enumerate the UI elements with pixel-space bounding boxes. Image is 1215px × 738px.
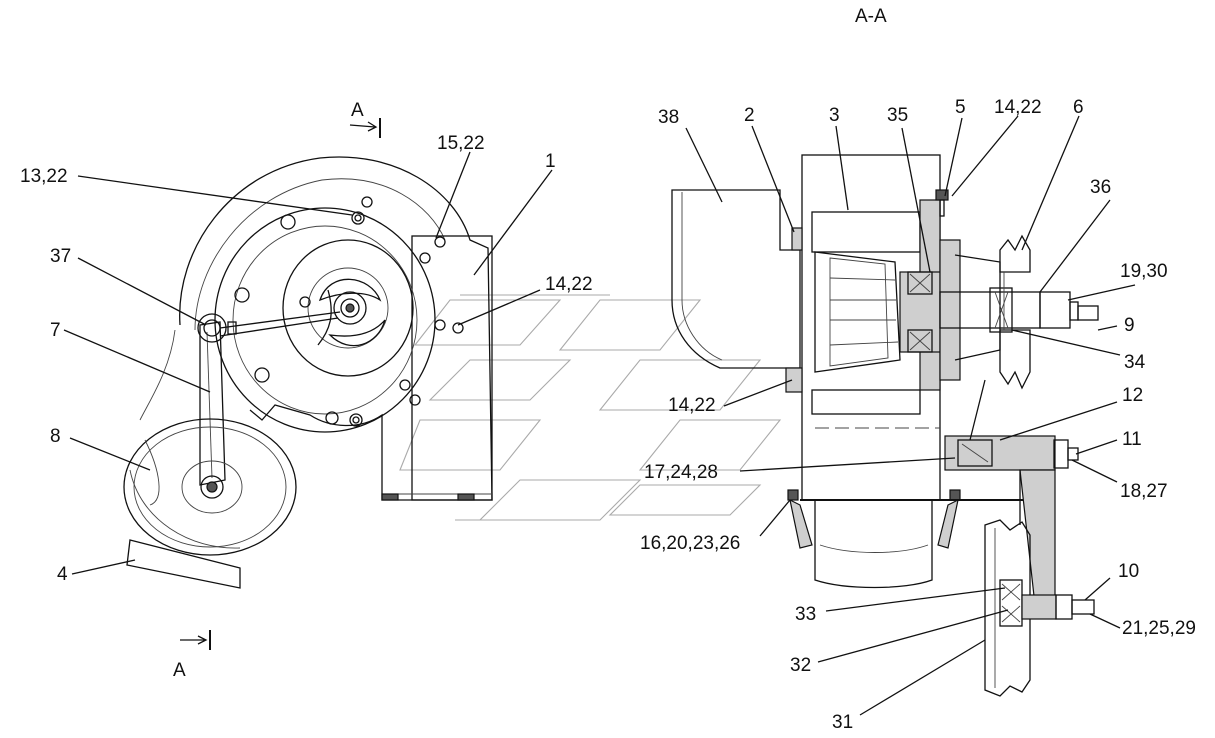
drive-pulley: [999, 234, 1031, 273]
part-label: 7: [50, 320, 61, 341]
part-label: 14,22: [668, 395, 716, 416]
part-label: 15,22: [437, 133, 485, 154]
outlet-flange-plate: [411, 235, 493, 501]
fan-hub: [333, 291, 367, 325]
part-label: 17,24,28: [644, 462, 718, 483]
rotor-cone: [814, 251, 901, 373]
part-label: 37: [50, 246, 71, 267]
leader-lines: [63, 115, 1136, 716]
part-label: 12: [1122, 385, 1143, 406]
part-label: 3: [829, 105, 840, 126]
part-label: 31: [832, 712, 853, 733]
part-label: 35: [887, 105, 908, 126]
part-label: 2: [744, 105, 755, 126]
housing-bolts: [234, 196, 464, 427]
section-mark-bottom: А: [173, 660, 186, 681]
fan-volute-housing: [179, 156, 493, 501]
outlet-skirt: [814, 500, 933, 589]
part-label: 10: [1118, 561, 1139, 582]
part-label: 13,22: [20, 166, 68, 187]
inlet-hopper: [671, 189, 801, 369]
part-label: 8: [50, 426, 61, 447]
lower-pulley: [123, 418, 297, 556]
part-label: 36: [1090, 177, 1111, 198]
base-block: [126, 539, 241, 589]
section-cut-mark-top: [349, 118, 381, 138]
part-label: 9: [1124, 315, 1135, 336]
part-label: 11: [1122, 429, 1142, 450]
part-label: 5: [955, 97, 966, 118]
part-label: 34: [1124, 352, 1146, 373]
part-label: 38: [658, 107, 679, 128]
idler-pulley: [984, 519, 1031, 697]
part-label: 14,22: [994, 97, 1042, 118]
part-label: 1: [545, 151, 556, 172]
part-label: 33: [795, 604, 816, 625]
right-view: [671, 154, 1099, 697]
labels: А-А А А 13,22 15,22 1 37 14,22 7 8 4 38 …: [20, 6, 1196, 733]
part-label: 19,30: [1120, 261, 1168, 282]
section-title: А-А: [855, 6, 887, 27]
watermark-logo: [399, 294, 782, 521]
part-label: 21,25,29: [1122, 618, 1196, 639]
part-label: 6: [1073, 97, 1084, 118]
tension-pivot: [197, 313, 227, 343]
section-cut-mark-bottom: [180, 630, 211, 650]
bearing-housing: [899, 271, 941, 353]
part-label: 18,27: [1120, 481, 1168, 502]
part-label: 16,20,23,26: [640, 533, 740, 554]
idler-arm: [1019, 469, 1056, 606]
part-label: 4: [57, 564, 68, 585]
left-view: [123, 118, 493, 650]
part-label: 32: [790, 655, 811, 676]
tension-arm: [199, 321, 226, 486]
section-mark-top: А: [351, 100, 364, 121]
part-label: 14,22: [545, 274, 593, 295]
tensioner-bracket: [944, 435, 1056, 471]
